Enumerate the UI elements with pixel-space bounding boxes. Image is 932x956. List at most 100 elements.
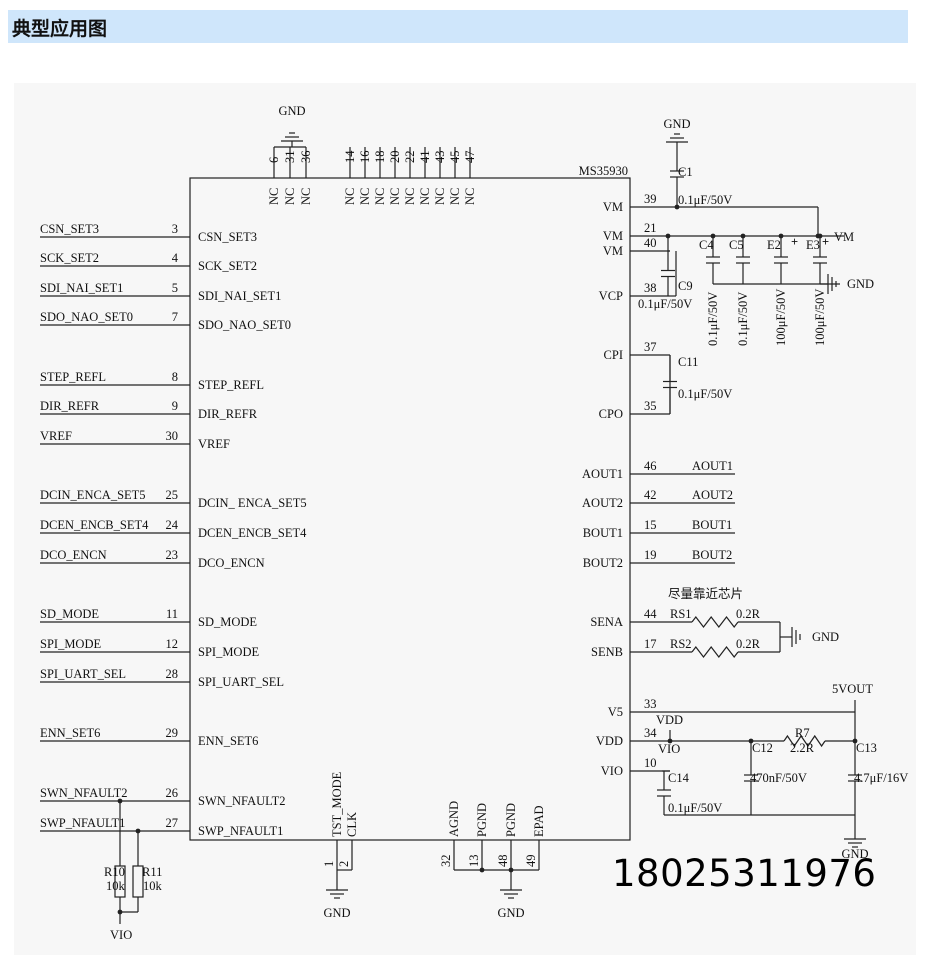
r10-value: 10k bbox=[106, 879, 126, 893]
chip-name: MS35930 bbox=[579, 164, 628, 178]
top-pin-nc-label: NC bbox=[418, 188, 432, 205]
right-pin-number: 39 bbox=[644, 192, 657, 206]
bottom-pin-label: EPAD bbox=[532, 806, 546, 838]
vm-net-label: VM bbox=[834, 230, 854, 244]
right-pin-label: VM bbox=[603, 229, 623, 243]
c12-value: 470nF/50V bbox=[750, 771, 807, 785]
bottom-pin-number: 2 bbox=[337, 861, 351, 867]
top-pin-nc-label: NC bbox=[433, 188, 447, 205]
bottom-right-gnd-label: GND bbox=[497, 906, 524, 920]
r11-ref: R11 bbox=[142, 865, 162, 879]
right-pin-number: 46 bbox=[644, 459, 657, 473]
left-pin-label: CSN_SET3 bbox=[198, 230, 257, 244]
left-net-label: DCEN_ENCB_SET4 bbox=[40, 518, 149, 532]
right-pin-label: VM bbox=[603, 200, 623, 214]
left-pin-label: SDI_NAI_SET1 bbox=[198, 289, 281, 303]
right-pin-number: 33 bbox=[644, 697, 657, 711]
left-net-label: STEP_REFL bbox=[40, 370, 106, 384]
c5-value: 0.1μF/50V bbox=[736, 292, 750, 346]
c4-value: 0.1μF/50V bbox=[706, 292, 720, 346]
left-pin-number: 30 bbox=[166, 429, 179, 443]
r11-value: 10k bbox=[143, 879, 163, 893]
left-pin-label: ENN_SET6 bbox=[198, 734, 258, 748]
r7-value: 2.2R bbox=[790, 741, 815, 755]
left-pin-number: 5 bbox=[172, 281, 178, 295]
bottom-pin-number: 49 bbox=[524, 855, 538, 868]
top-pin-number: 18 bbox=[373, 151, 387, 164]
right-pin-label: CPO bbox=[599, 407, 623, 421]
left-pin-number: 7 bbox=[172, 310, 178, 324]
left-net-label: DCIN_ENCA_SET5 bbox=[40, 488, 146, 502]
c13-ref: C13 bbox=[856, 741, 877, 755]
right-pin-number: 34 bbox=[644, 726, 657, 740]
left-net-label: CSN_SET3 bbox=[40, 222, 99, 236]
left-pin-label: SWP_NFAULT1 bbox=[198, 824, 283, 838]
e2-ref: E2 bbox=[767, 238, 781, 252]
left-pin-label: DIR_REFR bbox=[198, 407, 258, 421]
left-pin-number: 4 bbox=[172, 251, 179, 265]
left-pin-label: DCO_ENCN bbox=[198, 556, 265, 570]
c1-ref: C1 bbox=[678, 165, 693, 179]
e3-value: 100μF/50V bbox=[813, 289, 827, 346]
bottom-pin-label: TST_MODE bbox=[330, 771, 344, 837]
rs2-value: 0.2R bbox=[736, 637, 761, 651]
right-net-label: BOUT2 bbox=[692, 548, 732, 562]
rs2-ref: RS2 bbox=[670, 637, 692, 651]
junction-dot bbox=[135, 828, 141, 834]
junction-dot bbox=[748, 738, 754, 744]
right-pin-number: 10 bbox=[644, 756, 657, 770]
top-pin-nc-label: NC bbox=[448, 188, 462, 205]
left-pin-number: 28 bbox=[166, 667, 179, 681]
e2-value: 100μF/50V bbox=[774, 289, 788, 346]
right-pin-label: V5 bbox=[608, 705, 623, 719]
left-pin-label: SD_MODE bbox=[198, 615, 257, 629]
section-title: 典型应用图 bbox=[12, 18, 108, 40]
right-pin-number: 44 bbox=[644, 607, 657, 621]
c9-ref: C9 bbox=[678, 279, 693, 293]
bottom-left-gnd-label: GND bbox=[323, 906, 350, 920]
c11-value: 0.1μF/50V bbox=[678, 387, 732, 401]
right-pin-number: 15 bbox=[644, 518, 657, 532]
left-pin-number: 29 bbox=[166, 726, 179, 740]
top-pin-nc-label: NC bbox=[358, 188, 372, 205]
top-pin-nc-label: NC bbox=[403, 188, 417, 205]
section-header-bar bbox=[8, 10, 908, 43]
right-pin-label: SENB bbox=[591, 645, 623, 659]
right-pin-number: 35 bbox=[644, 399, 657, 413]
right-pin-label: VDD bbox=[596, 734, 623, 748]
bottom-pin-number: 13 bbox=[467, 855, 481, 868]
c12-ref: C12 bbox=[752, 741, 773, 755]
rs1-value: 0.2R bbox=[736, 607, 761, 621]
right-pin-label: AOUT1 bbox=[582, 467, 623, 481]
right-pin-label: BOUT1 bbox=[583, 526, 623, 540]
junction-dot bbox=[674, 204, 680, 210]
left-pin-number: 24 bbox=[166, 518, 179, 532]
right-net-label: AOUT2 bbox=[692, 488, 733, 502]
v5out-label: 5VOUT bbox=[832, 682, 873, 696]
schematic-panel bbox=[14, 83, 916, 955]
top-pin-number: 43 bbox=[433, 151, 447, 164]
top-pin-number: 36 bbox=[299, 151, 313, 164]
sense-placement-note: 尽量靠近芯片 bbox=[668, 587, 743, 601]
r7-resistor bbox=[783, 734, 826, 748]
left-pin-label: SPI_UART_SEL bbox=[198, 675, 284, 689]
left-pin-label: SWN_NFAULT2 bbox=[198, 794, 286, 808]
c13-value: 4.7μF/16V bbox=[854, 771, 908, 785]
top-pin-number: 41 bbox=[418, 151, 432, 164]
bottom-pin-label: CLK bbox=[345, 812, 359, 837]
e3-plus: + bbox=[822, 235, 829, 249]
e2-plus: + bbox=[791, 235, 798, 249]
left-pin-label: DCEN_ENCB_SET4 bbox=[198, 526, 307, 540]
left-net-label: SPI_UART_SEL bbox=[40, 667, 126, 681]
phone-number-watermark: 18025311976 bbox=[612, 852, 877, 895]
right-pin-number: 37 bbox=[644, 340, 657, 354]
bottom-pin-label: AGND bbox=[447, 801, 461, 837]
left-net-label: VREF bbox=[40, 429, 72, 443]
c4-ref: C4 bbox=[699, 238, 714, 252]
rs1-resistor bbox=[691, 616, 739, 628]
left-pin-number: 26 bbox=[166, 786, 179, 800]
left-pin-number: 25 bbox=[166, 488, 179, 502]
left-pin-number: 9 bbox=[172, 399, 178, 413]
junction-dot bbox=[665, 233, 671, 239]
